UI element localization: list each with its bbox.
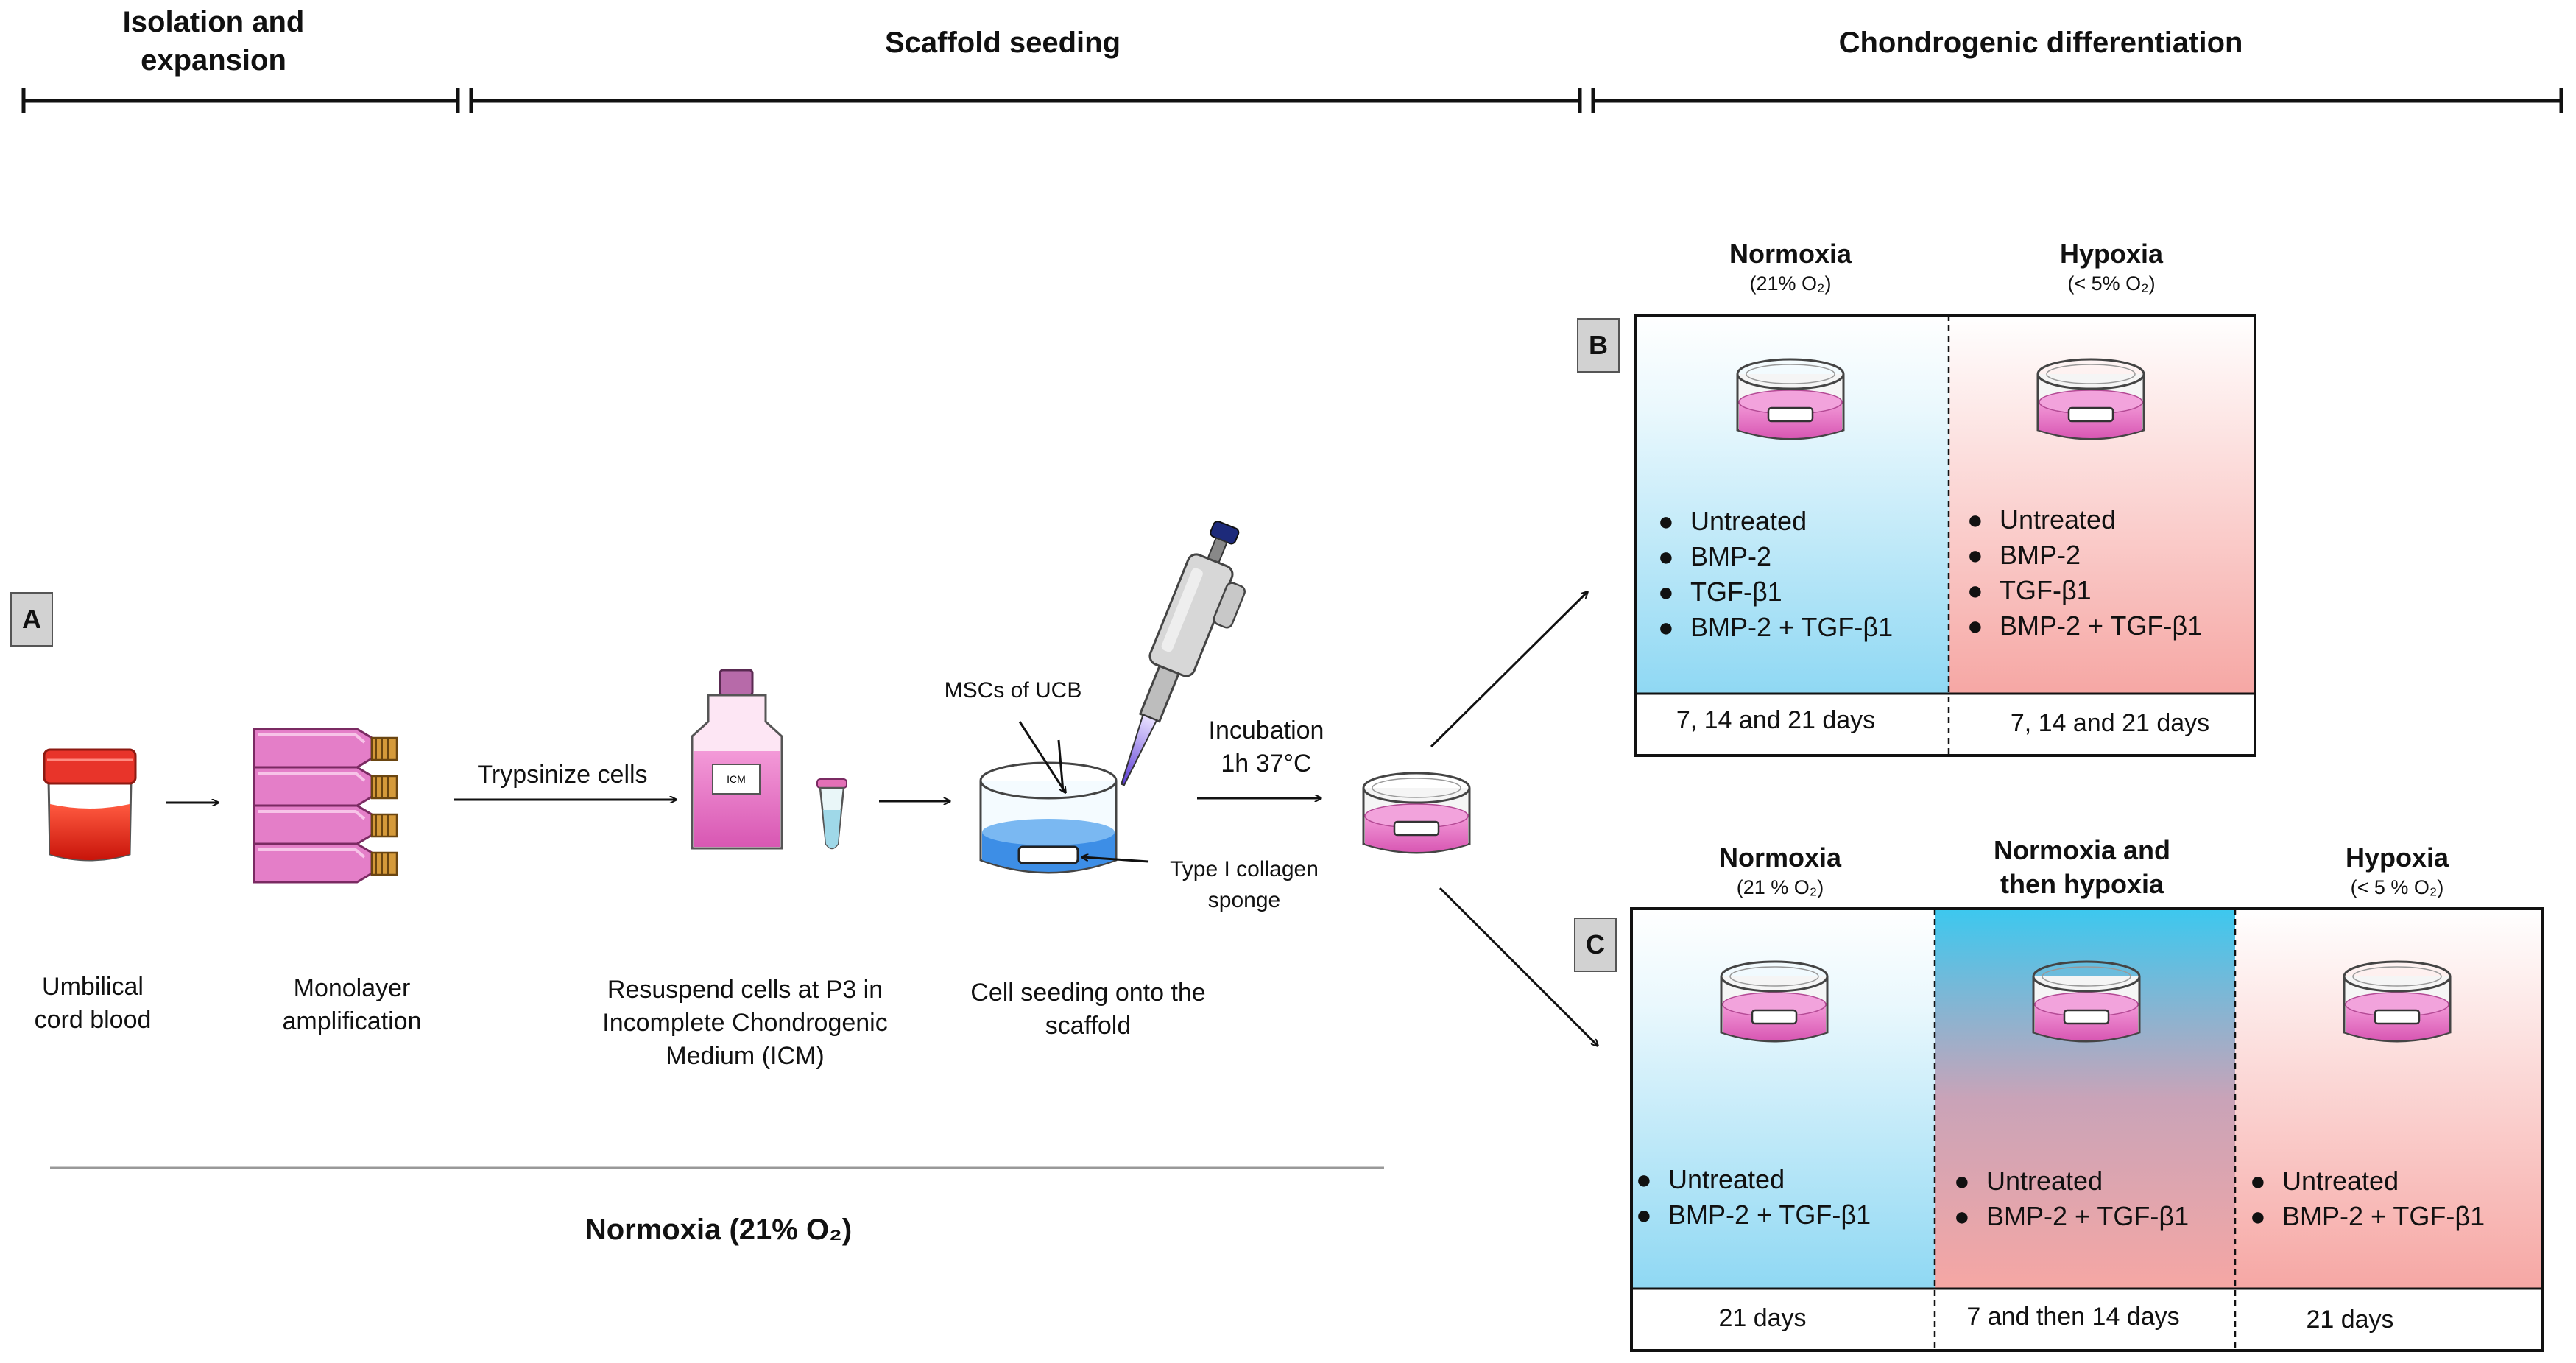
treatment-item: ●Untreated [1636, 1164, 1785, 1194]
panel-c-box [1630, 907, 2544, 1352]
treatment-item: ●BMP-2 [1658, 541, 1772, 571]
treatment-item: ●TGF-β1 [1658, 577, 1782, 607]
panel-b-col1-duration: 7, 14 and 21 days [1676, 706, 1876, 734]
incubation-label: Incubation 1h 37°C [1208, 716, 1324, 778]
phase-ruler [21, 88, 2563, 113]
panel-c-col3-treatments: ●Untreated ●BMP-2 + TGF-β1 [2250, 1163, 2485, 1234]
step-resuspend-label: Resuspend cells at P3 in Incomplete Chon… [602, 976, 888, 1070]
blood-container-illustration [43, 748, 137, 862]
process-arrows [166, 592, 1598, 1046]
panel-b-col2-duration: 7, 14 and 21 days [2010, 709, 2210, 737]
panel-b-col1-treatments: ●Untreated ●BMP-2 ●TGF-β1 ●BMP-2 + TGF-β… [1658, 504, 1893, 645]
pipette-illustration [1120, 521, 1246, 786]
treatment-item: ●Untreated [1954, 1166, 2103, 1196]
flask-label-icm: ICM [727, 773, 746, 785]
step-umbilical-label: Umbilical cord blood [34, 973, 152, 1034]
panel-c-tag: C [1574, 918, 1617, 972]
panel-c-col2-title: Normoxia and then hypoxia [1993, 835, 2171, 899]
panel-c-col1-duration: 21 days [1718, 1304, 1807, 1332]
panel-b-col2-subtitle: (< 5% O₂) [2067, 272, 2156, 295]
trypsinize-label: Trypsinize cells [477, 761, 648, 789]
mscs-pointer [1018, 721, 1065, 792]
treatment-item: ●BMP-2 + TGF-β1 [1636, 1200, 1871, 1230]
microtube-illustration [816, 778, 847, 850]
flask-stack-illustration [253, 728, 398, 884]
panel-c-col1-subtitle: (21 % O₂) [1736, 876, 1824, 898]
panel-b-col2-treatments: ●Untreated ●BMP-2 ●TGF-β1 ●BMP-2 + TGF-β… [1967, 502, 2202, 644]
panel-c-col3-subtitle: (< 5 % O₂) [2350, 876, 2444, 898]
panel-c-col2-duration: 7 and then 14 days [1966, 1303, 2180, 1331]
treatment-item: ●Untreated [1658, 506, 1807, 536]
treatment-item: ●BMP-2 + TGF-β1 [2250, 1201, 2485, 1231]
sponge-callout: Type I collagen sponge [1170, 857, 1319, 912]
panel-b-col1-title: Normoxia [1729, 239, 1852, 269]
culture-flask-illustration: ICM [691, 669, 783, 850]
phase-isolation-title: Isolation and expansion [122, 6, 305, 77]
treatment-item: ●Untreated [1967, 504, 2117, 535]
panel-a-footer: Normoxia (21% O₂) [585, 1214, 853, 1246]
treatment-item: ●BMP-2 + TGF-β1 [1954, 1201, 2189, 1231]
panel-a-tag: A [10, 592, 53, 647]
phase-differentiation-title: Chondrogenic differentiation [1838, 27, 2243, 59]
step-seeding-label: Cell seeding onto the scaffold [970, 979, 1206, 1040]
panel-b-tag: B [1577, 318, 1620, 373]
treatment-item: ●BMP-2 + TGF-β1 [1967, 610, 2203, 641]
panel-b-col2-title: Hypoxia [2059, 239, 2164, 269]
panel-b-col1-subtitle: (21% O₂) [1749, 272, 1832, 295]
panel-c-col1-treatments: ●Untreated ●BMP-2 + TGF-β1 [1636, 1162, 1871, 1233]
panel-c-col2-treatments: ●Untreated ●BMP-2 + TGF-β1 [1954, 1163, 2189, 1234]
treatment-item: ●BMP-2 [1967, 540, 2081, 570]
treatment-item: ●Untreated [2250, 1166, 2399, 1196]
mscs-callout: MSCs of UCB [944, 678, 1082, 702]
seeding-dish-illustration [979, 761, 1118, 874]
step-monolayer-label: Monolayer amplification [282, 974, 422, 1035]
panel-c-col3-title: Hypoxia [2345, 842, 2449, 873]
phase-seeding-title: Scaffold seeding [884, 27, 1121, 59]
panel-b-box [1634, 314, 2256, 757]
incubation-dish-illustration [1362, 772, 1471, 854]
panel-c-col3-duration: 21 days [2306, 1306, 2394, 1334]
treatment-item: ●TGF-β1 [1967, 575, 2092, 605]
panel-c-col1-title: Normoxia [1718, 842, 1842, 873]
treatment-item: ●BMP-2 + TGF-β1 [1658, 612, 1894, 642]
